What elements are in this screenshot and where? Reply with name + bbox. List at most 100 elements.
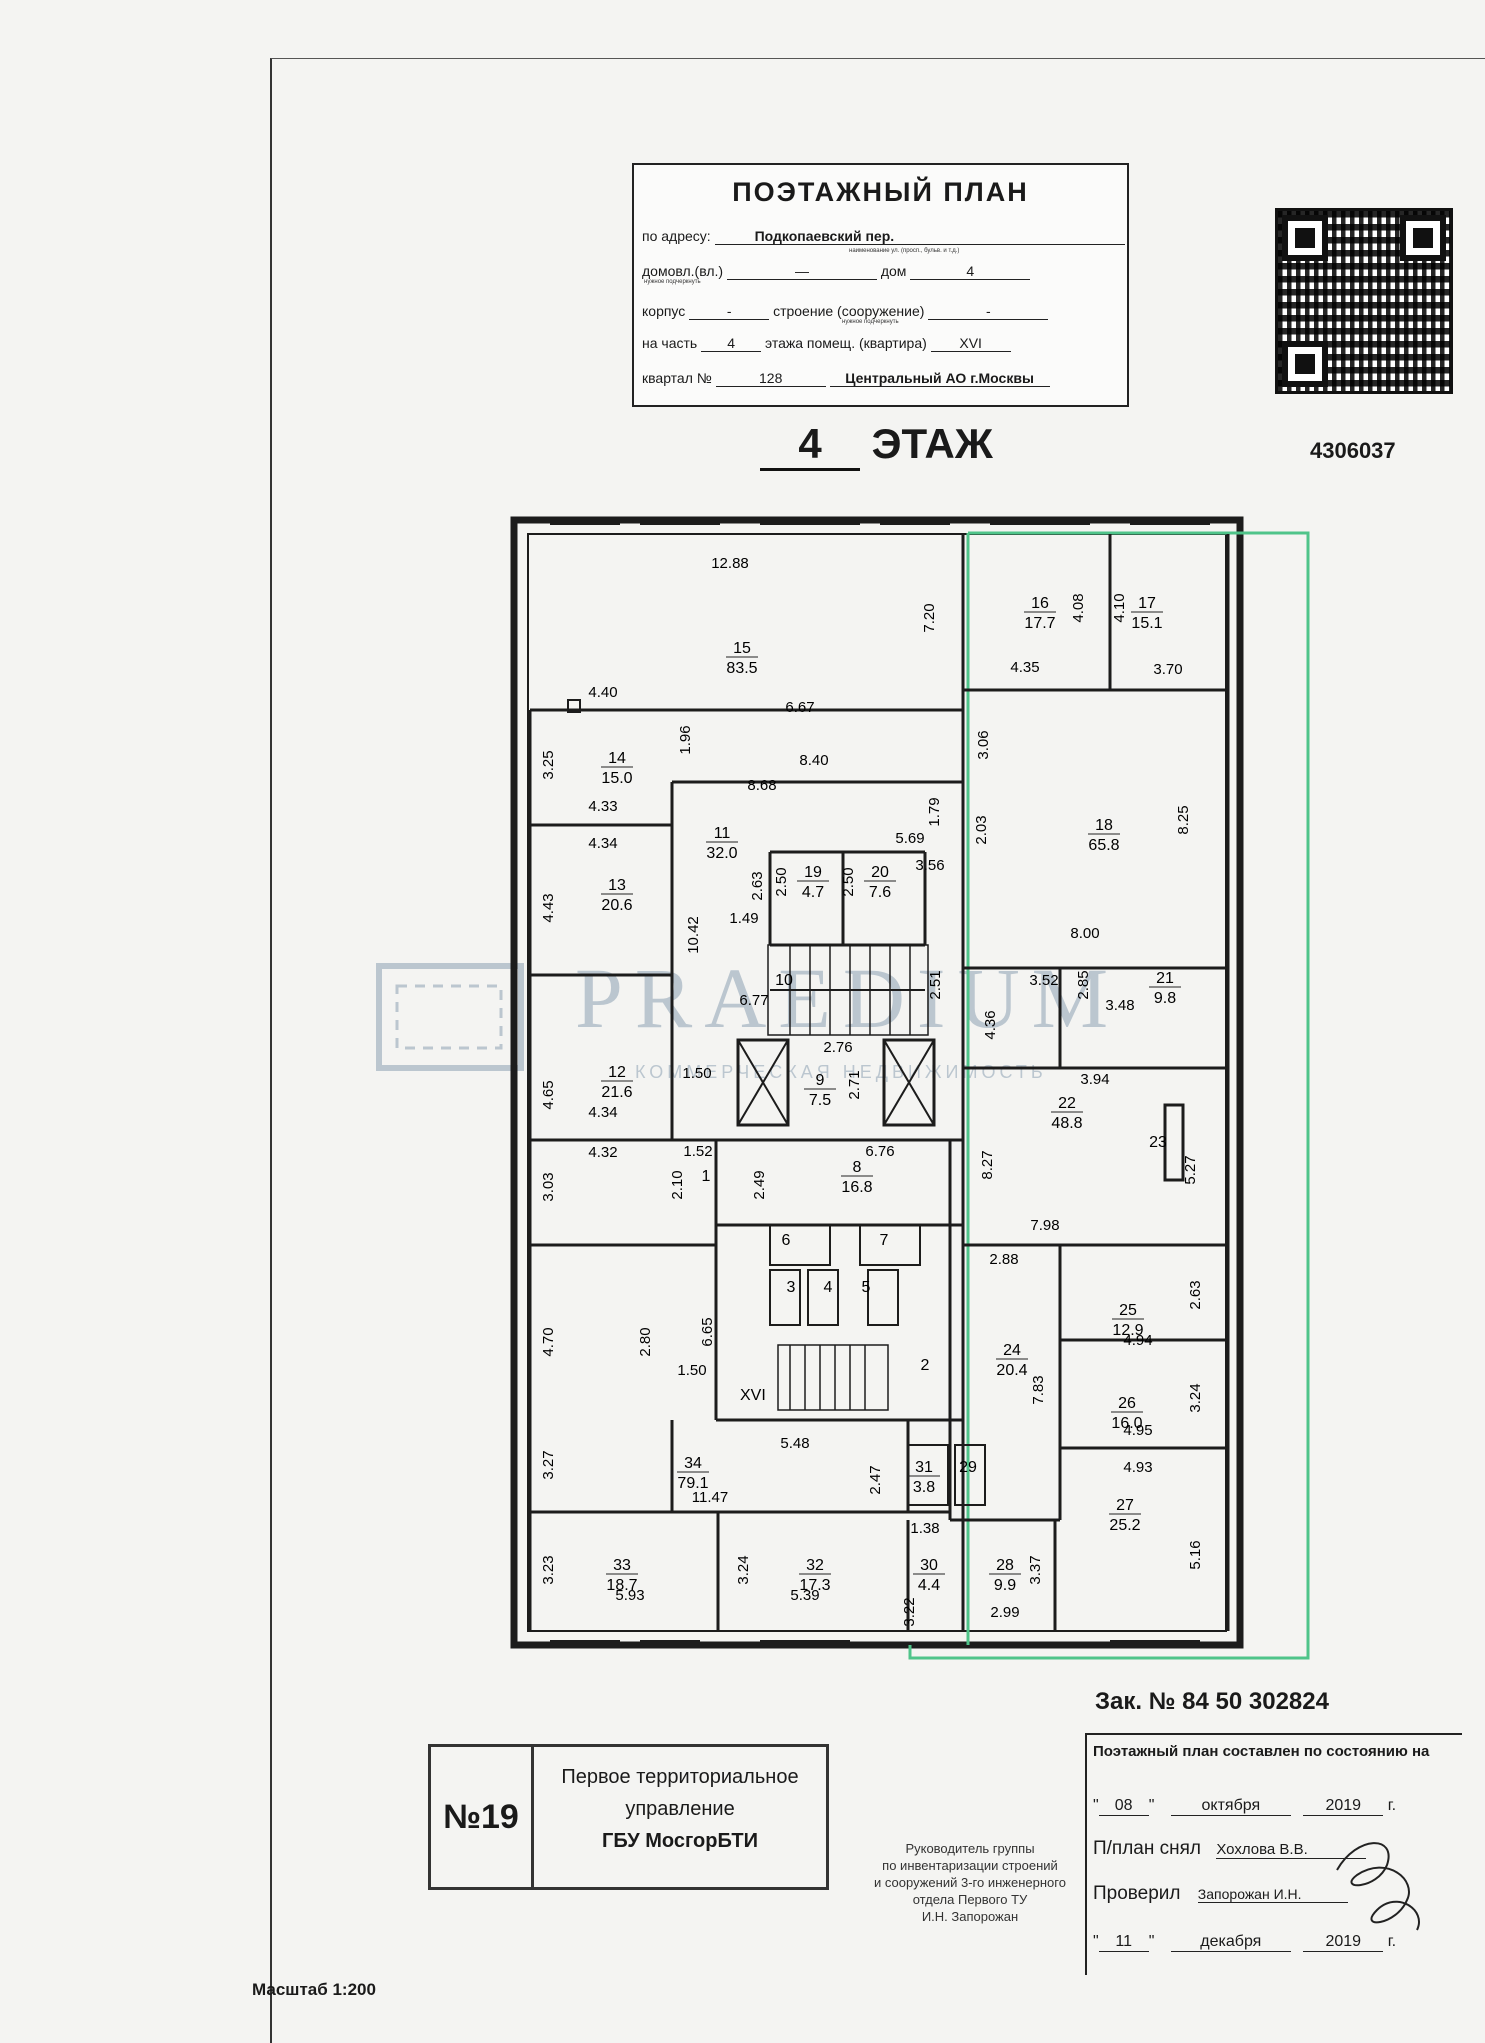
- dimension-label: 3.23: [540, 1555, 557, 1584]
- room-10: 10: [775, 972, 793, 989]
- room-area: 4.4: [918, 1577, 940, 1594]
- room-area: 7.5: [809, 1092, 831, 1109]
- room-5: 5: [862, 1279, 871, 1296]
- dimension-label: 10.42: [685, 916, 702, 954]
- room-number: 26: [1118, 1395, 1136, 1412]
- dimension-label: 3.25: [540, 750, 557, 779]
- room-area: 3.8: [913, 1479, 935, 1496]
- dimension-label: 1.50: [682, 1065, 711, 1082]
- inner-wall-line: [527, 533, 1227, 1632]
- dimension-label: 2.80: [637, 1327, 654, 1356]
- status-g-2: г.: [1387, 1933, 1397, 1950]
- dimension-label: 4.65: [540, 1080, 557, 1109]
- windows-top: [550, 523, 1210, 1642]
- dimension-label: 3.48: [1105, 997, 1134, 1014]
- dimension-label: 6.76: [865, 1143, 894, 1160]
- stroenie-hint: нужное подчеркнуть: [842, 319, 899, 325]
- dom-value: 4: [910, 263, 1031, 280]
- room-4: 4: [824, 1279, 833, 1296]
- room-area: 25.2: [1109, 1517, 1140, 1534]
- signature-line-3: и сооружений 3-го инженерного: [874, 1875, 1066, 1890]
- floor-label: ЭТАЖ: [871, 420, 993, 467]
- room-29: 29: [959, 1459, 977, 1476]
- room-number: 33: [613, 1557, 631, 1574]
- dimension-label: 2.63: [1187, 1280, 1204, 1309]
- dimension-label: 6.65: [699, 1317, 716, 1346]
- room-6: 6: [782, 1232, 791, 1249]
- dimension-label: 2.63: [749, 871, 766, 900]
- dimension-label: 1.49: [729, 910, 758, 927]
- qr-finder-bottom-left: [1282, 341, 1328, 387]
- dimension-label: 2.10: [669, 1170, 686, 1199]
- dimension-label: 5.39: [790, 1587, 819, 1604]
- district-value: Центральный АО г.Москвы: [829, 370, 1050, 387]
- dimension-label: 2.71: [846, 1070, 863, 1099]
- stair-flight: [767, 944, 929, 1411]
- dimension-label: 6.67: [785, 699, 814, 716]
- kvartal-value: 128: [715, 370, 826, 387]
- room-number: 9: [816, 1072, 825, 1089]
- qr-finder-top-right: [1400, 215, 1446, 261]
- outer-wall: [510, 516, 1244, 1649]
- room-area: 7.6: [869, 884, 891, 901]
- room-number: 12: [608, 1064, 626, 1081]
- status-heading: Поэтажный план составлен по состоянию на: [1093, 1743, 1430, 1760]
- status-year-2: 2019: [1303, 1933, 1384, 1952]
- korpus-label: корпус: [642, 303, 686, 319]
- room-31: 313.8: [908, 1459, 940, 1496]
- room-area: 16.0: [1111, 1415, 1142, 1432]
- dimension-label: 1.52: [683, 1143, 712, 1160]
- room-area: 79.1: [677, 1475, 708, 1492]
- room-number: 27: [1116, 1497, 1134, 1514]
- room-number: 7: [880, 1232, 889, 1249]
- room-28: 289.9: [989, 1557, 1021, 1594]
- dimension-label: 2.76: [823, 1039, 852, 1056]
- signature-stamp: Руководитель группы по инвентаризации ст…: [840, 1840, 1100, 1925]
- room-area: 4.7: [802, 884, 824, 901]
- room-number: 23: [1149, 1134, 1167, 1151]
- room-number: 16: [1031, 595, 1049, 612]
- kvartal-row: квартал № 128 Центральный АО г.Москвы: [642, 370, 1050, 387]
- room-2: 2: [921, 1357, 930, 1374]
- room-number: 30: [920, 1557, 938, 1574]
- room-number: 31: [915, 1459, 933, 1476]
- dimension-label: 4.36: [982, 1010, 999, 1039]
- room-area: 83.5: [726, 660, 757, 677]
- room-number: 4: [824, 1279, 833, 1296]
- stamp-line-3: ГБУ МосгорБТИ: [602, 1830, 758, 1852]
- qr-finder-top-left: [1282, 215, 1328, 261]
- dimension-label: 3.37: [1027, 1555, 1044, 1584]
- room-number: 17: [1138, 595, 1156, 612]
- proveril-label: Проверил: [1093, 1883, 1181, 1904]
- section-label: XVI: [740, 1387, 766, 1404]
- dimension-label: 7.20: [921, 603, 938, 632]
- dimension-label: 3.27: [540, 1450, 557, 1479]
- dimension-label: 1.79: [926, 797, 943, 826]
- room-number: 2: [921, 1357, 930, 1374]
- room-area: 9.8: [1154, 990, 1176, 1007]
- room-number: 18: [1095, 817, 1113, 834]
- dimension-label: 5.93: [615, 1587, 644, 1604]
- dimension-label: 5.16: [1187, 1540, 1204, 1569]
- address-label: по адресу:: [642, 228, 711, 244]
- proveril-row: Проверил Запорожан И.Н.: [1093, 1883, 1348, 1905]
- room-number: 8: [853, 1159, 862, 1176]
- dimension-label: 3.94: [1080, 1071, 1109, 1088]
- dimension-label: 2.50: [773, 867, 790, 896]
- dimension-label: 2.88: [989, 1251, 1018, 1268]
- dimension-label: 4.43: [540, 893, 557, 922]
- signature-line-4: отдела Первого ТУ: [912, 1892, 1028, 1907]
- room-area: 20.4: [996, 1362, 1027, 1379]
- dimension-label: 1.38: [910, 1520, 939, 1537]
- room-19: 194.7: [797, 864, 829, 901]
- room-number: 29: [959, 1459, 977, 1476]
- stroenie-value: -: [928, 303, 1049, 320]
- dimension-label: 3.56: [915, 857, 944, 874]
- room-number: 34: [684, 1455, 702, 1472]
- room-area: 9.9: [994, 1577, 1016, 1594]
- dimension-label: 4.34: [588, 1104, 617, 1121]
